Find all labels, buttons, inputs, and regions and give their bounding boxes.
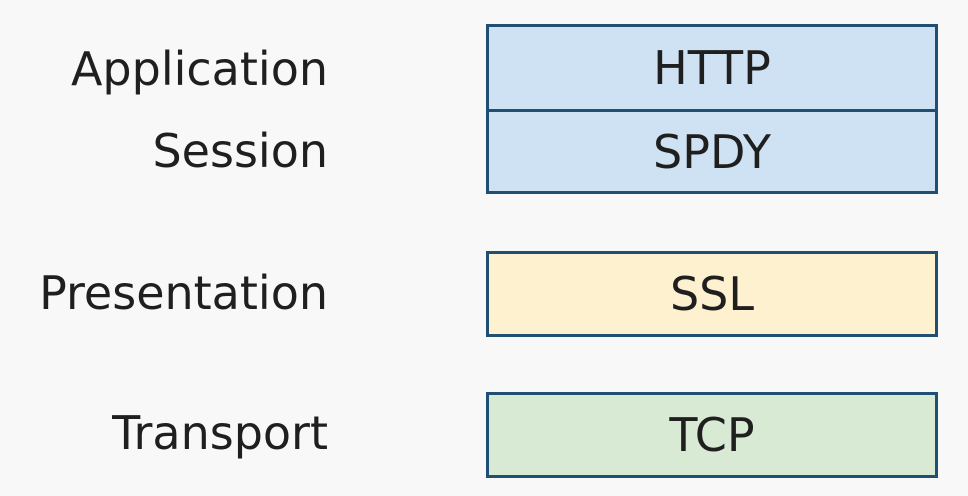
layer-label-session: Session <box>152 124 328 178</box>
layer-label-presentation: Presentation <box>39 266 328 320</box>
tcp-box: TCP <box>486 392 938 478</box>
http-spdy-stack: HTTP SPDY <box>486 24 938 194</box>
layer-label-transport: Transport <box>112 406 328 460</box>
ssl-box: SSL <box>486 251 938 337</box>
http-box: HTTP <box>489 27 935 112</box>
spdy-box: SPDY <box>653 124 771 179</box>
layer-label-application: Application <box>70 42 328 96</box>
